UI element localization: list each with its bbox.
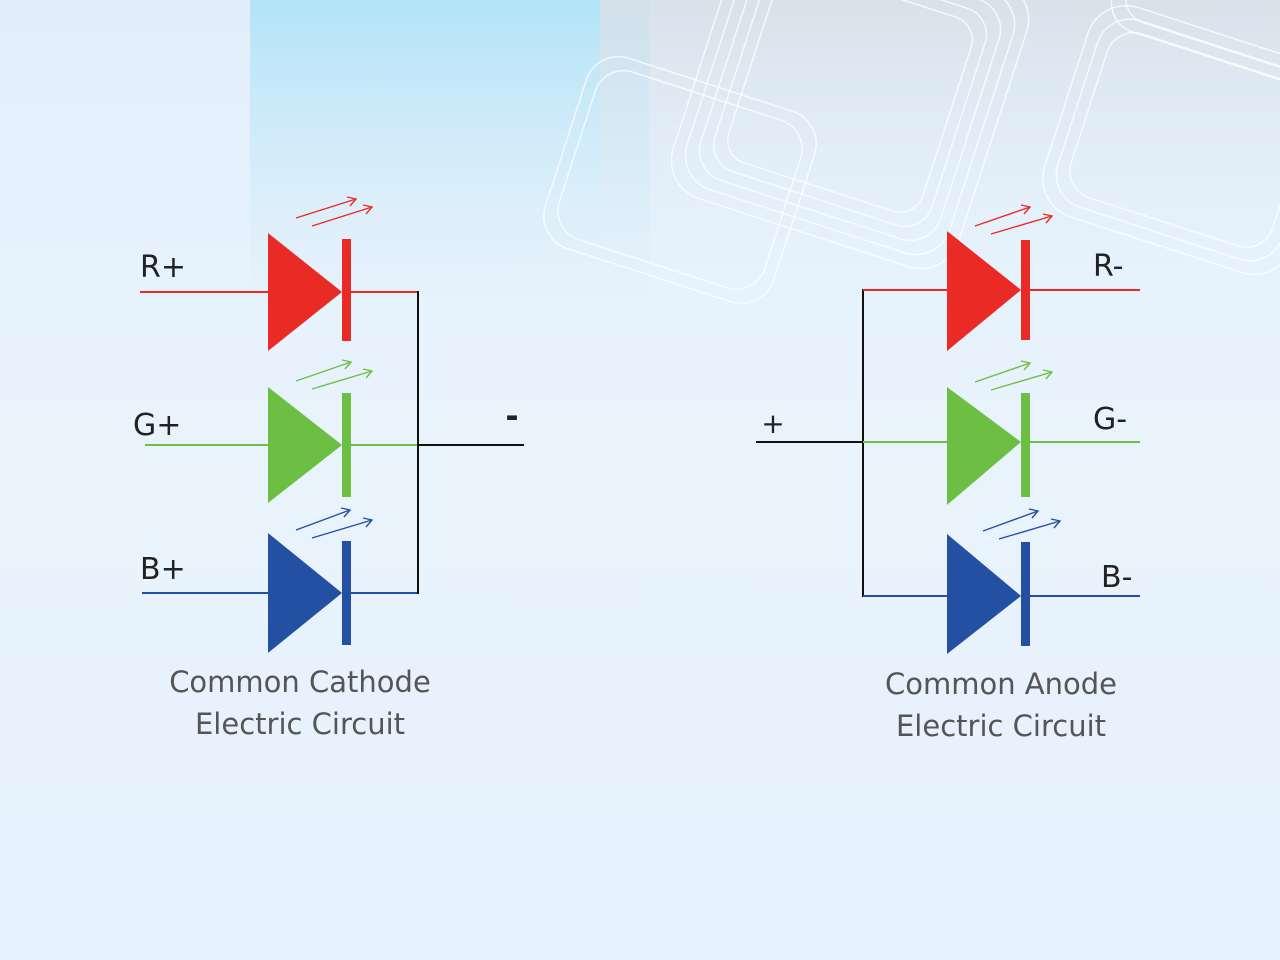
blue-led-triangle-b (947, 534, 1021, 654)
red-anode-label: R+ (140, 250, 186, 285)
red-light-arrows (295, 196, 374, 227)
blue-led-triangle (268, 533, 342, 653)
blue-light-arrows-b (982, 508, 1062, 540)
red-cathode-label: R- (1093, 249, 1123, 284)
common-cathode-circuit: R+ G+ B+ - Common Cathode Electric Circu… (133, 196, 524, 741)
red-led-cathode-bar (342, 239, 351, 341)
red-led-triangle (268, 233, 342, 351)
red-light-arrows-b (974, 204, 1054, 235)
green-light-arrows-b (974, 360, 1054, 391)
blue-anode-label: B+ (140, 552, 186, 587)
blue-cathode-label: B- (1101, 560, 1132, 595)
green-anode-label: G+ (133, 408, 181, 443)
cathode-caption-line1: Common Cathode (169, 665, 431, 699)
line-pattern (543, 0, 1280, 305)
anode-caption-line1: Common Anode (885, 667, 1117, 701)
green-light-arrows (295, 359, 374, 390)
anode-caption-line2: Electric Circuit (896, 709, 1106, 743)
common-anode-circuit: + R- G- B- Common Anode Electric Circuit (756, 204, 1140, 743)
blue-light-arrows (295, 507, 374, 539)
green-led-cathode-bar (342, 393, 351, 497)
cathode-caption-line2: Electric Circuit (195, 707, 405, 741)
blue-led-cathode-bar (342, 541, 351, 645)
green-led-cathode-bar-b (1021, 393, 1030, 497)
blue-led-cathode-bar-b (1021, 542, 1030, 646)
red-led-triangle-b (947, 231, 1021, 351)
green-led-triangle (268, 387, 342, 503)
anode-terminal-label: + (761, 407, 784, 440)
green-led-triangle-b (947, 387, 1021, 505)
cathode-terminal-label: - (505, 397, 518, 435)
green-cathode-label: G- (1093, 402, 1127, 437)
red-led-cathode-bar-b (1021, 240, 1030, 340)
